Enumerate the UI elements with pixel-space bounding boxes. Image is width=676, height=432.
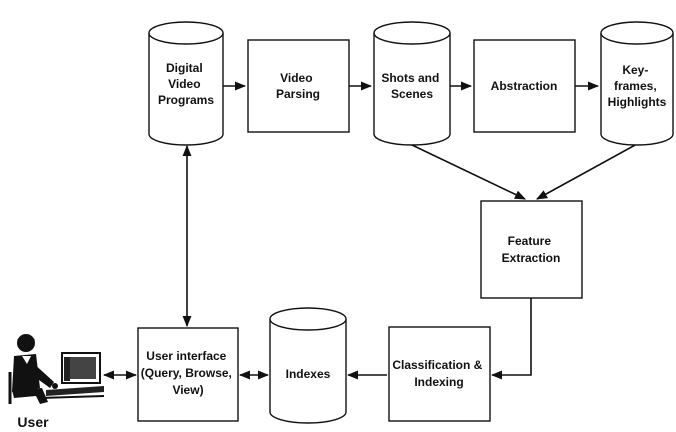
- node-keyframes-highlights: Key- frames, Highlights: [600, 21, 674, 146]
- node-label-line: Extraction: [502, 251, 561, 265]
- node-label-line: Shots and: [381, 71, 439, 85]
- svg-text:Video Parsing: Video Parsing: [276, 71, 320, 101]
- node-classification-indexing: Classification & Indexing: [388, 326, 491, 422]
- user-at-computer-icon: [8, 334, 105, 404]
- svg-text:Classification & Indexin: Classification & Indexing: [392, 358, 485, 389]
- node-label-line: Video: [168, 77, 200, 91]
- node-label-line: Classification &: [392, 358, 482, 372]
- edge-shots-to-feature: [411, 144, 527, 200]
- node-label-line: Key-: [622, 63, 648, 77]
- node-label-line: (Query, Browse,: [141, 366, 232, 380]
- node-label-line: View): [172, 383, 203, 397]
- edge-feature-to-classification: [490, 298, 532, 380]
- edge-keyframes-to-feature: [536, 143, 638, 200]
- node-label-line: User interface: [146, 349, 226, 363]
- node-label-line: Indexes: [286, 367, 331, 381]
- node-label-line: Parsing: [276, 87, 320, 101]
- node-label-line: Abstraction: [491, 79, 558, 93]
- svg-text:Feature Extraction: Feature Extraction: [502, 234, 561, 265]
- svg-text:User interface (Query, B: User interface (Query, Browse, View): [141, 349, 235, 397]
- node-label-line: Programs: [158, 93, 214, 107]
- edges: [102, 81, 638, 380]
- node-shots-and-scenes: Shots and Scenes: [373, 21, 451, 146]
- svg-text:Indexes: Indexes: [286, 367, 331, 381]
- node-user-interface: User interface (Query, Browse, View): [137, 327, 239, 422]
- node-video-parsing: Video Parsing: [247, 39, 350, 133]
- node-label-line: Video: [280, 71, 312, 85]
- node-label-line: Indexing: [414, 375, 463, 389]
- node-label-line: Feature: [508, 234, 552, 248]
- node-digital-video-programs: Digital Video Programs: [148, 21, 224, 146]
- node-label-line: Highlights: [608, 95, 667, 109]
- node-label-line: Scenes: [391, 87, 433, 101]
- svg-text:Key- frames, Highl: Key- frames, Highlights: [608, 63, 667, 109]
- user-label: User: [17, 414, 49, 430]
- node-indexes: Indexes: [269, 307, 347, 424]
- node-label-line: Digital: [166, 61, 203, 75]
- svg-text:Abstraction: Abstraction: [491, 79, 558, 93]
- node-feature-extraction: Feature Extraction: [480, 200, 583, 299]
- node-label-line: frames,: [614, 79, 657, 93]
- node-abstraction: Abstraction: [473, 39, 576, 133]
- svg-text:Digital Video Prog: Digital Video Programs: [158, 61, 214, 107]
- svg-text:Shots and Scenes: Shots and Scenes: [381, 71, 442, 101]
